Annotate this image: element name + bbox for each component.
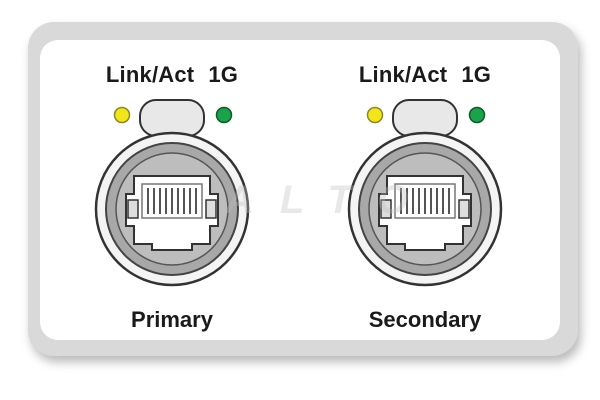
link-act-label: Link/Act	[358, 62, 448, 87]
port-name-label: Secondary	[368, 307, 482, 332]
rj45-connector-icon	[94, 99, 250, 287]
led-label-row: Link/Act 1G	[305, 62, 545, 88]
port-primary: Link/Act 1G	[52, 0, 292, 400]
speed-label: 1G	[208, 62, 239, 87]
speed-label: 1G	[461, 62, 492, 87]
latch-tab	[392, 99, 458, 137]
link-act-label: Link/Act	[105, 62, 195, 87]
led-label-row: Link/Act 1G	[52, 62, 292, 88]
rj45-connector-icon	[347, 99, 503, 287]
port-name-label: Primary	[131, 307, 213, 332]
jack-contacts	[400, 188, 450, 214]
speed-led	[215, 106, 233, 124]
link-act-led	[113, 106, 131, 124]
latch-tab	[139, 99, 205, 137]
link-act-led	[366, 106, 384, 124]
jack-contacts	[147, 188, 197, 214]
speed-led	[468, 106, 486, 124]
